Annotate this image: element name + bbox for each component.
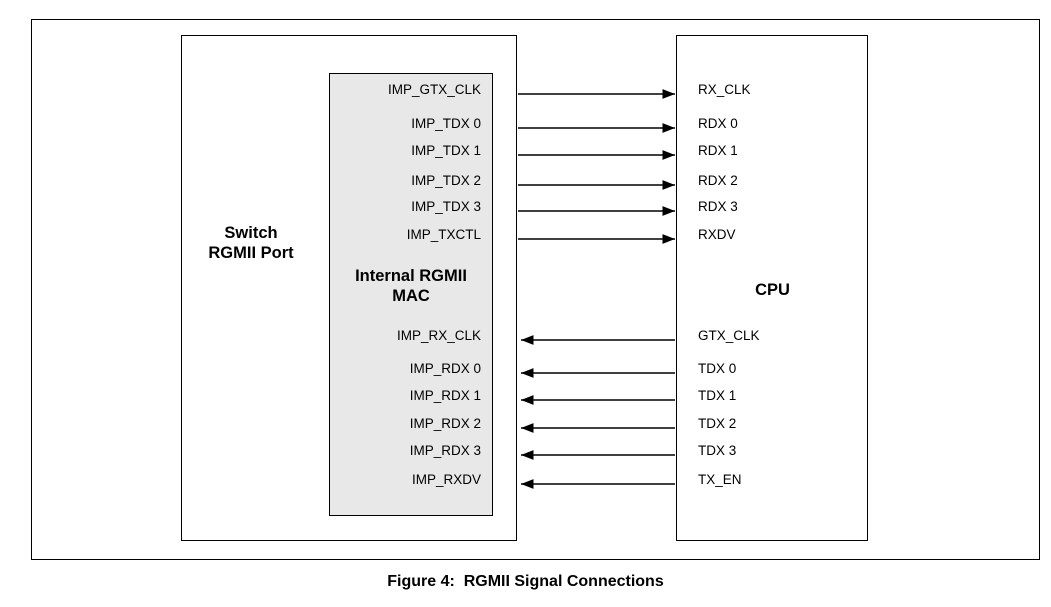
switch-block-title: Switch RGMII Port (208, 224, 294, 262)
cpu-signal-label-rdx-3: RDX 3 (698, 199, 738, 214)
cpu-signal-label-rdx-1: RDX 1 (698, 143, 738, 158)
mac-signal-label-imp-rdx-3: IMP_RDX 3 (409, 443, 481, 458)
cpu-signal-label-rdx-0: RDX 0 (698, 116, 738, 131)
cpu-signal-label-gtx-clk: GTX_CLK (698, 328, 760, 343)
cpu-signal-label-tx-en: TX_EN (698, 472, 742, 487)
mac-signal-label-imp-tdx-2: IMP_TDX 2 (411, 173, 481, 188)
mac-block-title: Internal RGMII MAC (355, 267, 467, 305)
mac-signal-label-imp-rdx-1: IMP_RDX 1 (409, 388, 481, 403)
cpu-signal-label-tdx-3: TDX 3 (698, 443, 737, 458)
figure-caption: Figure 4: RGMII Signal Connections (387, 573, 664, 590)
mac-signal-label-imp-tdx-1: IMP_TDX 1 (411, 143, 481, 158)
cpu-block-title: CPU (755, 281, 790, 299)
mac-signal-label-imp-rxdv: IMP_RXDV (411, 472, 481, 487)
mac-signal-label-imp-gtx-clk: IMP_GTX_CLK (387, 82, 481, 97)
cpu-signal-label-rxdv: RXDV (698, 227, 736, 242)
mac-signal-label-imp-rdx-2: IMP_RDX 2 (409, 416, 481, 431)
mac-signal-label-imp-rdx-0: IMP_RDX 0 (409, 361, 481, 376)
cpu-signal-label-tdx-1: TDX 1 (698, 388, 737, 403)
cpu-signal-label-tdx-2: TDX 2 (698, 416, 737, 431)
cpu-block (676, 35, 868, 541)
cpu-signal-label-tdx-0: TDX 0 (698, 361, 737, 376)
mac-signal-label-imp-rx-clk: IMP_RX_CLK (396, 328, 481, 343)
mac-signal-label-imp-tdx-0: IMP_TDX 0 (411, 116, 481, 131)
mac-signal-label-imp-txctl: IMP_TXCTL (406, 227, 481, 242)
internal-rgmii-mac-block (329, 73, 493, 516)
mac-signal-label-imp-tdx-3: IMP_TDX 3 (411, 199, 481, 214)
cpu-signal-label-rdx-2: RDX 2 (698, 173, 738, 188)
cpu-signal-label-rx-clk: RX_CLK (698, 82, 751, 97)
